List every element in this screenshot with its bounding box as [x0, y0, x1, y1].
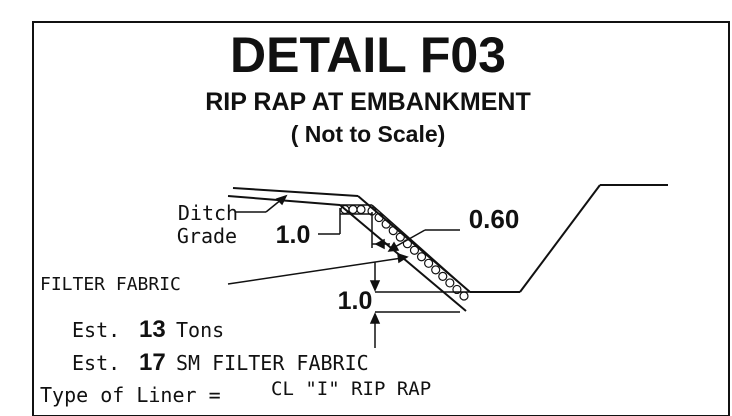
- tons-value: 13: [139, 316, 166, 343]
- vertical-dimension-label: 1.0: [338, 287, 373, 315]
- fabric-unit: SM FILTER FABRIC: [176, 351, 369, 375]
- ditch-grade-leader: [236, 194, 288, 213]
- rip-rap-stone: [416, 252, 427, 262]
- horizontal-dimension-label: 1.0: [276, 221, 311, 249]
- ditch-label-line2: Grade: [177, 224, 237, 248]
- horizontal-dimension: [318, 208, 390, 250]
- fabric-estimate: Est. 17 SM FILTER FABRIC: [72, 349, 369, 376]
- drawing-border: [32, 21, 730, 416]
- rip-rap-stone: [388, 226, 398, 236]
- filter-fabric-label: FILTER FABRIC: [40, 274, 181, 295]
- liner-value: CL "I" RIP RAP: [271, 378, 431, 400]
- filter-fabric-leader: [227, 252, 409, 285]
- vertical-dimension: [369, 262, 470, 348]
- detail-title: DETAIL F03: [230, 27, 506, 83]
- ditch-label-line1: Ditch: [178, 201, 238, 225]
- fabric-prefix: Est.: [72, 351, 120, 375]
- rip-rap-stone: [381, 219, 391, 229]
- detail-subtitle: RIP RAP AT EMBANKMENT: [205, 88, 530, 116]
- rip-rap-stone: [348, 204, 358, 215]
- thickness-dimension-label: 0.60: [469, 204, 520, 234]
- tons-prefix: Est.: [72, 318, 120, 342]
- rip-rap-stone: [445, 278, 455, 288]
- rip-rap-stone: [356, 204, 366, 215]
- rip-rap-stone: [424, 258, 434, 268]
- thickness-dimension: [387, 229, 460, 252]
- fabric-value: 17: [139, 349, 166, 376]
- tons-unit: Tons: [176, 318, 224, 342]
- rip-rap-stone: [431, 265, 441, 275]
- scale-note: ( Not to Scale): [291, 121, 446, 147]
- rip-rap-stone: [409, 245, 420, 255]
- rip-rap-stone: [438, 271, 448, 281]
- rip-rap-stone: [459, 291, 469, 301]
- rip-rap-stone: [395, 232, 405, 242]
- tons-estimate: Est. 13 Tons: [72, 316, 224, 343]
- liner-label: Type of Liner =: [40, 383, 221, 407]
- rip-rap-stones: [340, 204, 469, 301]
- rip-rap-stone: [452, 284, 462, 295]
- rip-rap-stone: [374, 212, 384, 223]
